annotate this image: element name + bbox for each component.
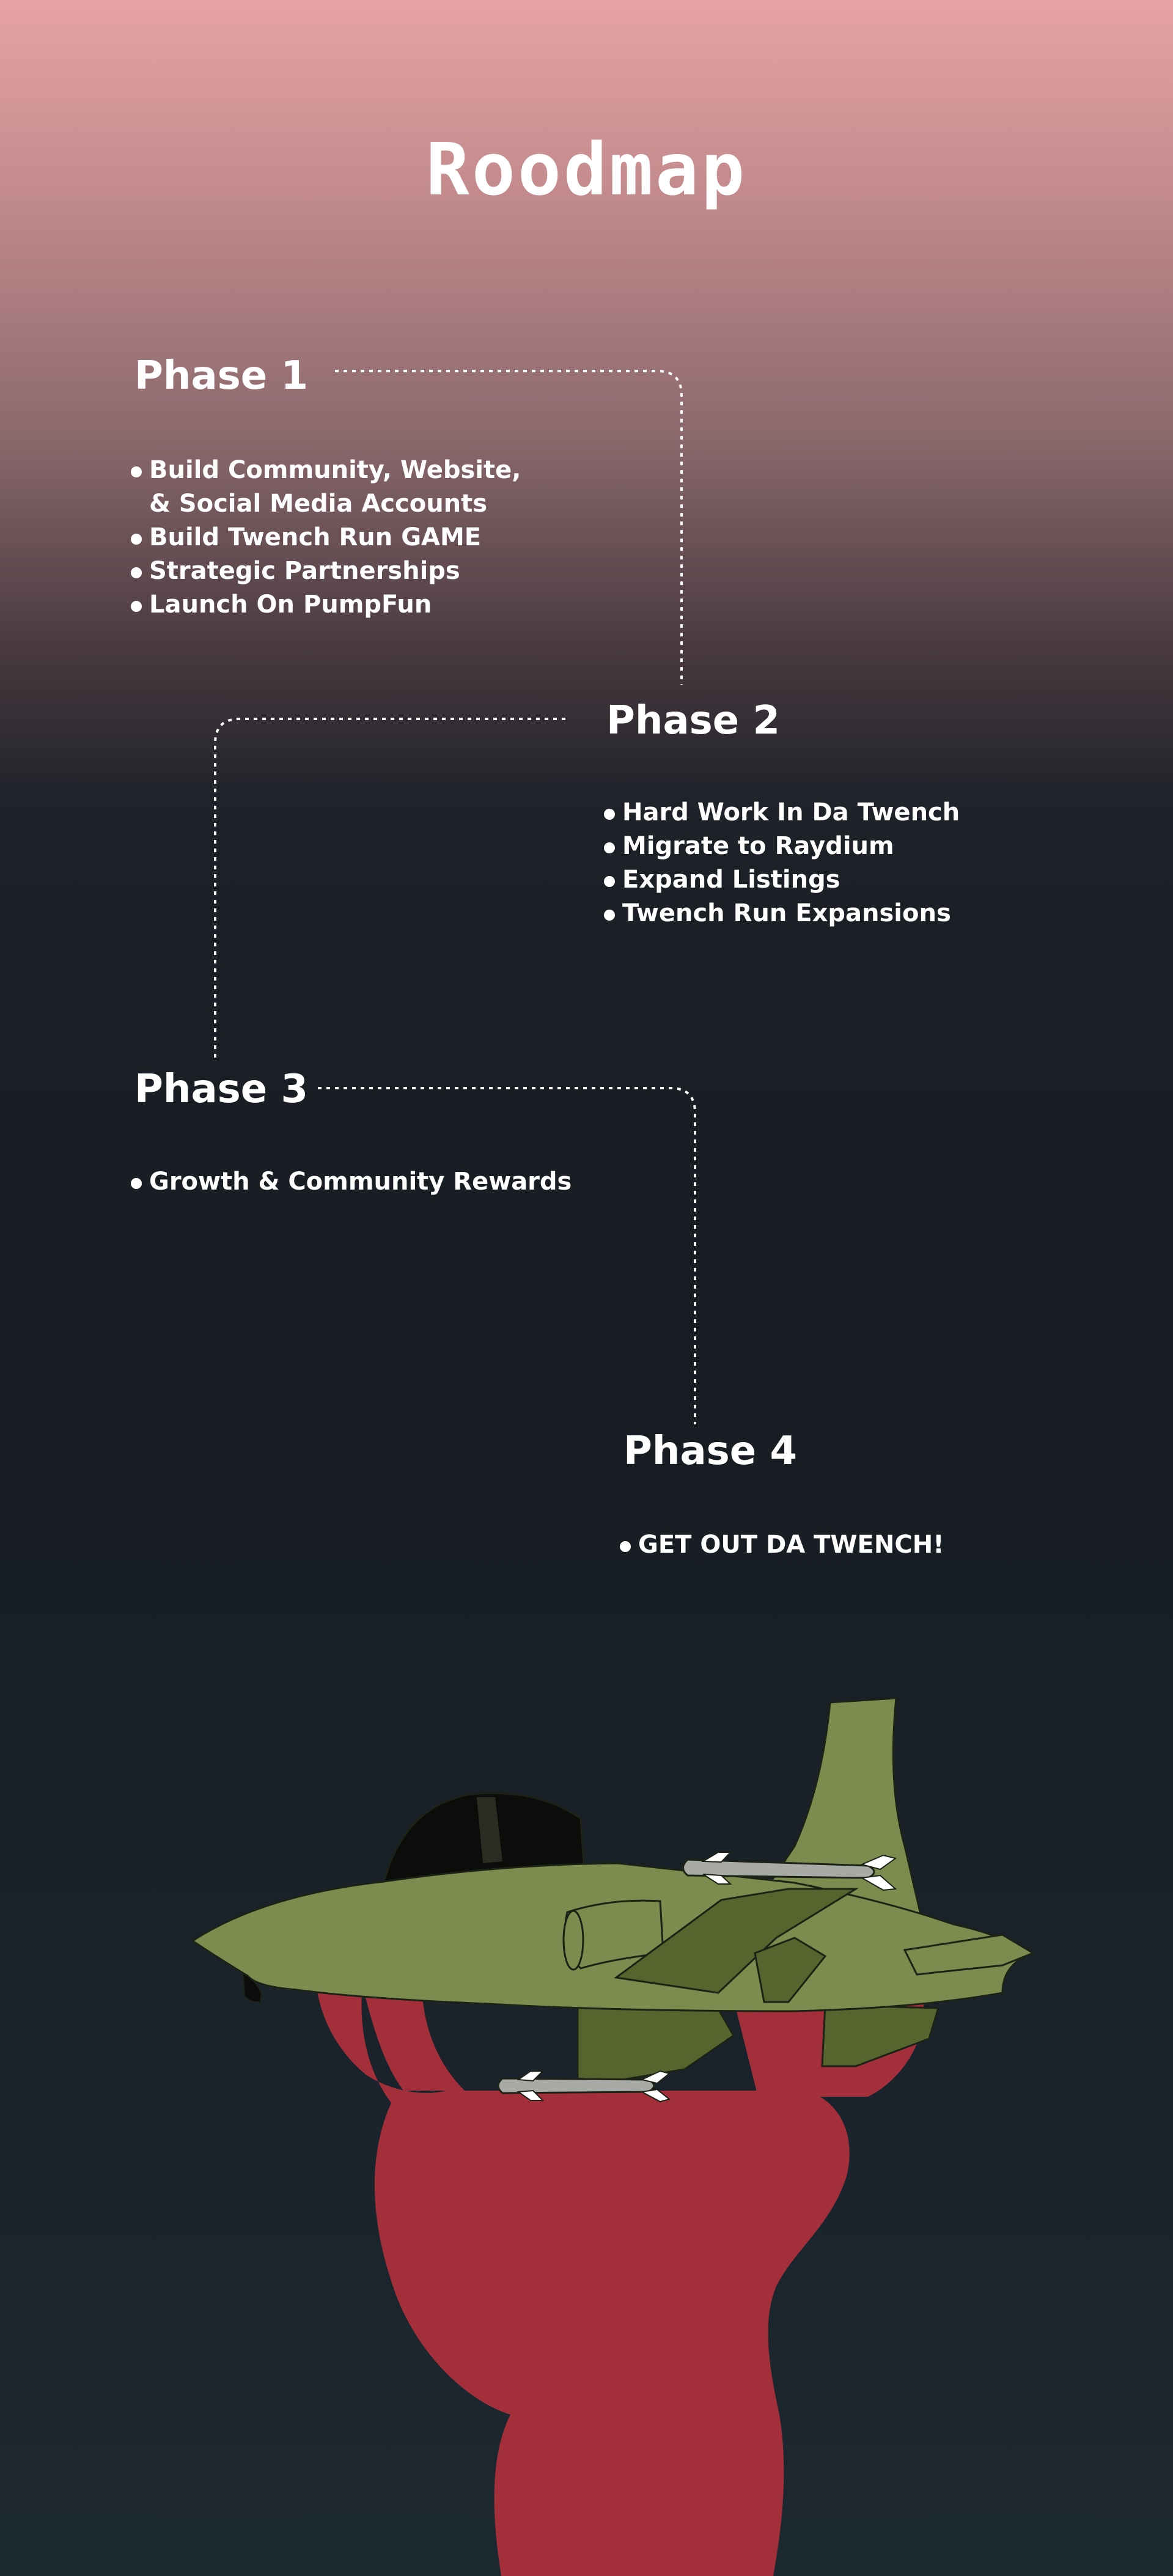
phase-2-item: Expand Listings	[604, 863, 960, 897]
smoke-trail	[315, 1974, 850, 2576]
phase-4-list: GET OUT DA TWENCH!	[620, 1528, 944, 1562]
connector-phase1-to-phase2	[335, 370, 683, 685]
phase-4-title: Phase 4	[623, 1429, 797, 1474]
phase-2-item: Migrate to Raydium	[604, 830, 960, 863]
phase-1-list: Build Community, Website, & Social Media…	[131, 454, 521, 622]
phase-1-title: Phase 1	[134, 353, 308, 399]
phase-2-item: Hard Work In Da Twench	[604, 796, 960, 830]
phase-2-list: Hard Work In Da Twench Migrate to Raydiu…	[604, 796, 960, 930]
jet-upper-missile	[682, 1852, 897, 1891]
phase-1-item: Strategic Partnerships	[131, 554, 521, 588]
connector-phase3-to-phase4	[318, 1087, 696, 1424]
phase-2-title: Phase 2	[606, 698, 780, 743]
connector-phase2-to-phase3	[214, 718, 565, 1058]
jet-lower-missile	[497, 2070, 671, 2103]
phase-1-item: Build Twench Run GAME	[131, 521, 521, 554]
roadmap-title: Roodmap	[425, 127, 748, 212]
phase-3-item: Growth & Community Rewards	[131, 1165, 572, 1199]
phase-1-item: Launch On PumpFun	[131, 588, 521, 622]
phase-2-item: Twench Run Expansions	[604, 897, 960, 930]
jet-upper-wing	[614, 1888, 859, 1994]
phase-3-title: Phase 3	[134, 1067, 308, 1112]
phase-3-list: Growth & Community Rewards	[131, 1165, 572, 1199]
phase-1-item: Build Community, Website, & Social Media…	[131, 454, 521, 521]
phase-4-item: GET OUT DA TWENCH!	[620, 1528, 944, 1562]
